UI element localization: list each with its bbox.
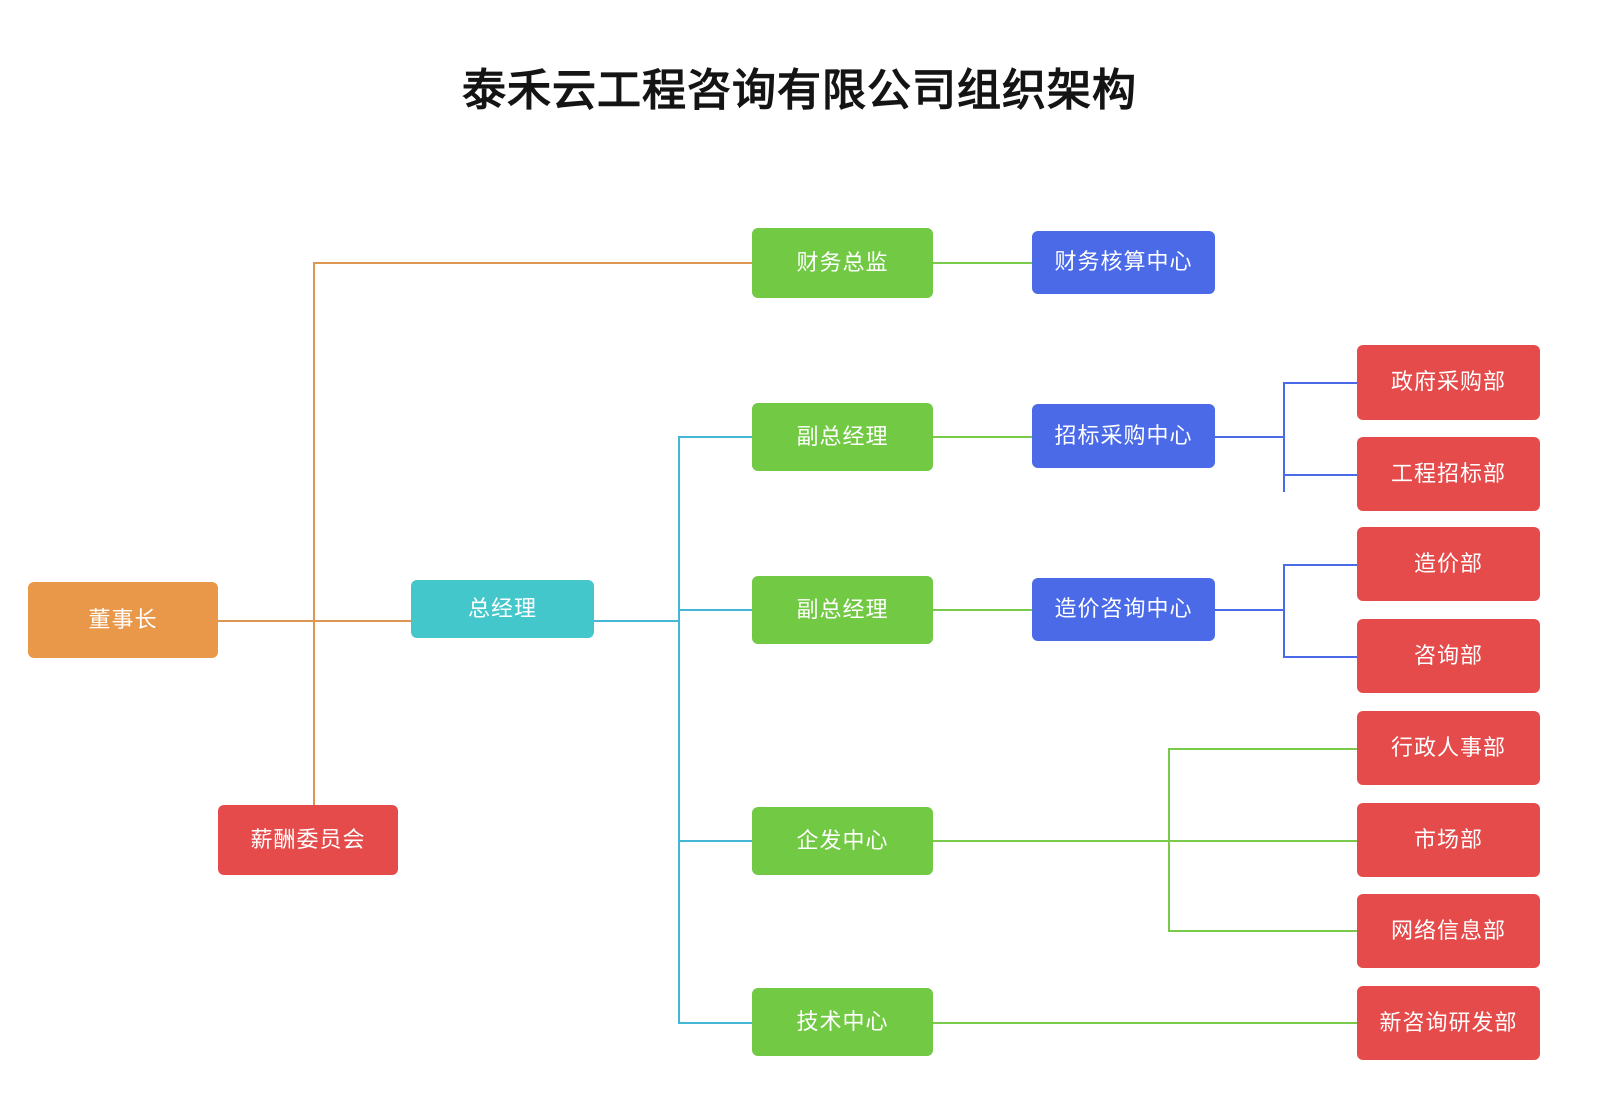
node-label: 咨询部: [1413, 642, 1483, 668]
node-label: 工程招标部: [1390, 460, 1506, 486]
edge-gm-to-enterprise-dev-center: [678, 840, 754, 842]
edge-enterprise-dev-trunk: [1168, 748, 1170, 931]
node-finance-accounting-center[interactable]: 财务核算中心: [1032, 231, 1215, 294]
node-label: 新咨询研发部: [1379, 1009, 1518, 1035]
node-label: 网络信息部: [1390, 917, 1506, 943]
node-network-information-dept[interactable]: 网络信息部: [1357, 894, 1540, 968]
node-label: 董事长: [88, 606, 158, 632]
page-title: 泰禾云工程咨询有限公司组织架构: [462, 66, 1137, 115]
node-vice-general-manager-cost[interactable]: 副总经理: [752, 576, 933, 644]
node-label: 造价咨询中心: [1054, 596, 1193, 622]
node-label: 招标采购中心: [1054, 422, 1193, 448]
node-cfo[interactable]: 财务总监: [752, 228, 933, 298]
node-cost-consulting-center[interactable]: 造价咨询中心: [1032, 578, 1215, 641]
node-label: 财务总监: [796, 249, 889, 275]
node-label: 市场部: [1413, 826, 1483, 852]
edge-vgm-cost-to-cost-center: [933, 609, 1032, 611]
edge-cost-to-consulting-dept: [1283, 656, 1357, 658]
node-compensation-committee[interactable]: 薪酬委员会: [218, 805, 398, 875]
edge-chairman-trunk: [313, 262, 315, 817]
edge-gm-stub: [594, 620, 679, 622]
edge-gm-to-vgm-bid: [678, 436, 754, 438]
node-enterprise-development-center[interactable]: 企发中心: [752, 807, 933, 875]
edge-vgm-bid-to-bidding-center: [933, 436, 1032, 438]
edge-enterprise-to-network-info: [1168, 930, 1357, 932]
node-label: 造价部: [1413, 550, 1483, 576]
edge-enterprise-dev-stub: [933, 840, 1169, 842]
edge-chairman-to-cfo: [313, 262, 753, 264]
edge-gm-to-tech-center: [678, 1022, 754, 1024]
node-new-consulting-rd-dept[interactable]: 新咨询研发部: [1357, 986, 1540, 1060]
edge-bidding-center-trunk: [1283, 382, 1285, 492]
node-government-procurement-dept[interactable]: 政府采购部: [1357, 345, 1540, 420]
node-vice-general-manager-bidding[interactable]: 副总经理: [752, 403, 933, 471]
node-label: 政府采购部: [1390, 369, 1506, 395]
edge-bidding-to-engineering-bid: [1283, 474, 1357, 476]
edge-gm-trunk: [678, 436, 680, 1022]
edge-cost-center-stub: [1215, 609, 1284, 611]
node-label: 财务核算中心: [1054, 249, 1193, 275]
node-label: 薪酬委员会: [250, 826, 366, 852]
node-label: 行政人事部: [1390, 734, 1506, 760]
node-engineering-bidding-dept[interactable]: 工程招标部: [1357, 437, 1540, 511]
node-marketing-dept[interactable]: 市场部: [1357, 803, 1540, 877]
node-general-manager[interactable]: 总经理: [411, 580, 594, 638]
node-admin-hr-dept[interactable]: 行政人事部: [1357, 711, 1540, 785]
edge-tech-center-to-new-consult-rd: [933, 1022, 1357, 1024]
node-label: 副总经理: [796, 596, 889, 622]
edge-enterprise-to-admin-hr: [1168, 748, 1357, 750]
edge-cost-center-trunk: [1283, 564, 1285, 656]
edge-gm-to-vgm-cost: [678, 609, 754, 611]
edge-chairman-to-gm: [313, 620, 419, 622]
node-label: 总经理: [467, 595, 537, 621]
node-label: 技术中心: [796, 1008, 889, 1034]
edge-chairman-stub: [218, 620, 315, 622]
edge-enterprise-to-marketing: [1168, 840, 1357, 842]
node-label: 企发中心: [796, 827, 889, 853]
node-technology-center[interactable]: 技术中心: [752, 988, 933, 1056]
node-consulting-dept[interactable]: 咨询部: [1357, 619, 1540, 693]
node-chairman[interactable]: 董事长: [28, 582, 218, 658]
node-cost-dept[interactable]: 造价部: [1357, 527, 1540, 601]
edge-bidding-to-gov-procurement: [1283, 382, 1357, 384]
node-label: 副总经理: [796, 423, 889, 449]
node-bidding-procurement-center[interactable]: 招标采购中心: [1032, 404, 1215, 468]
edge-bidding-center-stub: [1215, 436, 1284, 438]
edge-cost-to-cost-dept: [1283, 564, 1357, 566]
edge-cfo-to-finance-center: [933, 262, 1032, 264]
